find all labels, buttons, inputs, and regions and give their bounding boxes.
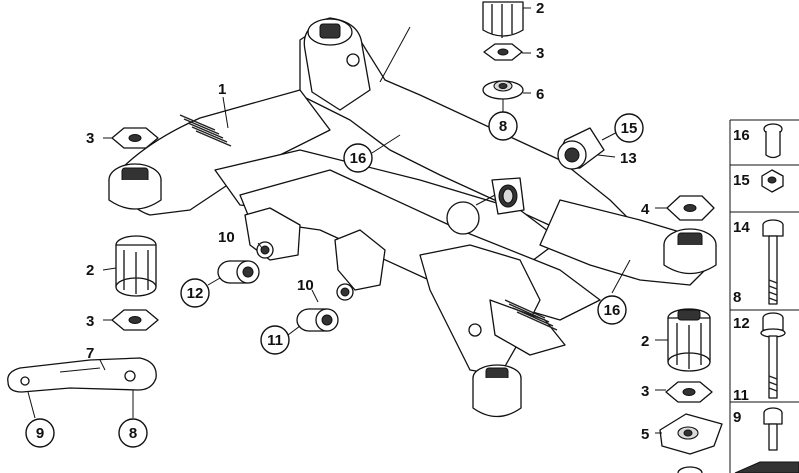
bushing-12 [217,241,274,284]
svg-text:12: 12 [187,285,204,302]
sidebar-item-14: 14 8 [733,219,784,306]
callout-3-left-bottom: 3 [86,313,94,330]
bushing-2-left [115,235,157,297]
washer-4 [666,195,715,221]
callout-10-upper: 10 [218,229,235,246]
callout-3-right: 3 [641,383,649,400]
callout-2-right: 2 [641,333,649,350]
svg-text:14: 14 [733,219,750,236]
bushing-2-top [482,1,524,38]
callout-16-right: 16 [597,295,627,325]
bushing-2-right [667,308,711,372]
svg-text:15: 15 [733,172,750,189]
bushing-13 [557,127,605,170]
callout-1: 1 [218,81,226,98]
callout-16-center: 16 [343,143,373,173]
sidebar-item-12: 12 11 [733,312,786,404]
callout-8-bottom: 8 [118,418,148,448]
callout-3-top: 3 [536,45,544,62]
bushing-top-left [108,163,162,210]
svg-text:8: 8 [129,425,137,442]
callout-13: 13 [620,150,637,167]
arrow-icon [734,461,799,473]
sidebar-item-15: 15 [733,169,784,193]
washer-3-left-top [111,127,159,149]
leader-lines [27,7,668,434]
svg-text:12: 12 [733,315,750,332]
svg-text:9: 9 [36,425,44,442]
svg-text:16: 16 [604,302,621,319]
sidebar-item-9: 9 [733,407,783,451]
callout-5: 5 [641,426,649,443]
svg-text:8: 8 [733,289,741,306]
callout-6: 6 [536,86,544,103]
callout-11: 11 [260,325,290,355]
callout-10-lower: 10 [297,277,314,294]
callout-3-left-top: 3 [86,130,94,147]
callout-9: 9 [25,418,55,448]
callout-labels: 1 2 3 6 3 2 3 7 10 10 13 4 2 3 5 [86,0,650,443]
svg-text:11: 11 [267,332,283,349]
svg-text:8: 8 [499,118,507,135]
washer-3-left-bottom [111,309,159,331]
callout-4: 4 [641,201,650,218]
svg-text:9: 9 [733,409,741,426]
bushing-right [663,228,717,275]
svg-text:15: 15 [621,120,638,137]
svg-text:16: 16 [350,150,367,167]
callout-2-left: 2 [86,262,94,279]
washer-6 [482,80,524,100]
callout-2-top: 2 [536,0,544,17]
grip-texture [179,114,558,331]
callout-12: 12 [180,278,210,308]
bushing-11 [296,283,354,332]
bracket-7 [7,357,157,393]
circled-callouts: 8 16 15 12 11 16 9 8 [25,111,644,448]
hardware-sidebar: 16 15 14 8 12 11 [729,119,799,473]
plate-5 [659,413,723,473]
subframe-part [119,17,711,376]
callout-8-top: 8 [488,111,518,141]
callout-15: 15 [614,113,644,143]
sidebar-item-16: 16 [733,123,783,159]
svg-text:11: 11 [733,387,749,404]
callout-7: 7 [86,345,94,362]
washer-3-top [483,43,523,61]
washer-3-right [665,381,713,403]
svg-text:16: 16 [733,127,750,144]
bushing-top-center [307,18,353,46]
bushing-bottom [472,364,522,418]
